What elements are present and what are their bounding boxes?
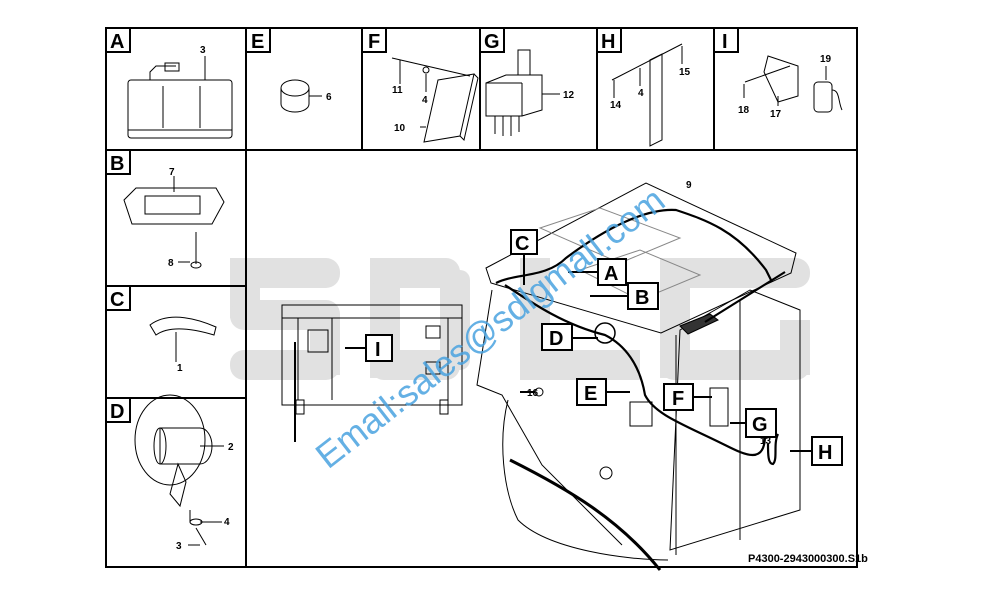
svg-text:4: 4: [422, 95, 428, 106]
svg-text:16: 16: [527, 388, 539, 399]
panel-label-c: C: [105, 285, 131, 311]
svg-text:C: C: [515, 233, 529, 255]
svg-text:14: 14: [610, 100, 622, 111]
panel-letters: A E F G H I B C D: [105, 27, 739, 423]
svg-text:2: 2: [228, 442, 234, 453]
svg-text:C: C: [110, 289, 124, 311]
svg-text:18: 18: [738, 105, 750, 116]
panel-label-f: F: [361, 27, 387, 53]
callout-letters: C A B D E F G H I: [375, 233, 832, 464]
svg-text:F: F: [672, 388, 684, 410]
svg-text:F: F: [368, 31, 380, 53]
svg-text:13: 13: [760, 436, 772, 447]
cable-tie-part-drawing: [149, 316, 217, 362]
bracket-part-drawing: [611, 43, 683, 147]
svg-text:3: 3: [200, 45, 206, 56]
panel-label-b: B: [105, 149, 131, 175]
radio-part-drawing: [127, 56, 233, 139]
svg-text:1: 1: [177, 363, 183, 374]
plug-part-drawing: [280, 79, 322, 113]
svg-text:G: G: [752, 414, 768, 436]
beacon-part-drawing: [134, 394, 224, 546]
svg-text:H: H: [818, 442, 832, 464]
svg-text:H: H: [601, 31, 615, 53]
svg-text:A: A: [604, 263, 618, 285]
svg-text:17: 17: [770, 109, 782, 120]
svg-text:G: G: [484, 31, 500, 53]
panel-label-d: D: [105, 397, 131, 423]
svg-text:B: B: [635, 287, 649, 309]
svg-text:7: 7: [169, 167, 175, 178]
svg-text:A: A: [110, 31, 124, 53]
rear-frame-drawing: [281, 304, 463, 442]
svg-text:E: E: [584, 383, 597, 405]
microphone-part-drawing: [743, 55, 843, 113]
panel-label-e: E: [245, 27, 271, 53]
svg-text:11: 11: [392, 85, 403, 96]
svg-text:I: I: [375, 339, 381, 361]
module-part-drawing: [391, 57, 479, 143]
svg-text:E: E: [251, 31, 264, 53]
wiring-harness: [495, 208, 786, 571]
drawing-number: P4300-2943000300.S1b: [748, 553, 868, 565]
panel-label-i: I: [713, 27, 739, 53]
panel-label-h: H: [596, 27, 622, 53]
svg-text:19: 19: [820, 54, 832, 65]
lamp-part-drawing: [123, 176, 225, 269]
svg-text:9: 9: [686, 180, 692, 191]
svg-text:12: 12: [563, 90, 575, 101]
callouts: [345, 229, 843, 466]
svg-text:D: D: [549, 328, 563, 350]
svg-text:8: 8: [168, 258, 174, 269]
svg-text:I: I: [722, 31, 728, 53]
relay-part-drawing: [485, 49, 560, 136]
svg-text:3: 3: [176, 541, 182, 552]
svg-text:B: B: [110, 153, 124, 175]
svg-text:D: D: [110, 401, 124, 423]
panel-label-a: A: [105, 27, 131, 53]
svg-text:15: 15: [679, 67, 691, 78]
email-watermark: Email:sales@sdlgmall.com: [308, 179, 673, 476]
svg-text:10: 10: [394, 123, 406, 134]
svg-text:6: 6: [326, 92, 332, 103]
svg-text:4: 4: [224, 517, 230, 528]
part-numbers: 3 6 11 4 10 12 14 4 15 18 17 19 7 8 1 2 …: [168, 45, 832, 552]
svg-text:4: 4: [638, 88, 644, 99]
panel-label-g: G: [479, 27, 505, 53]
